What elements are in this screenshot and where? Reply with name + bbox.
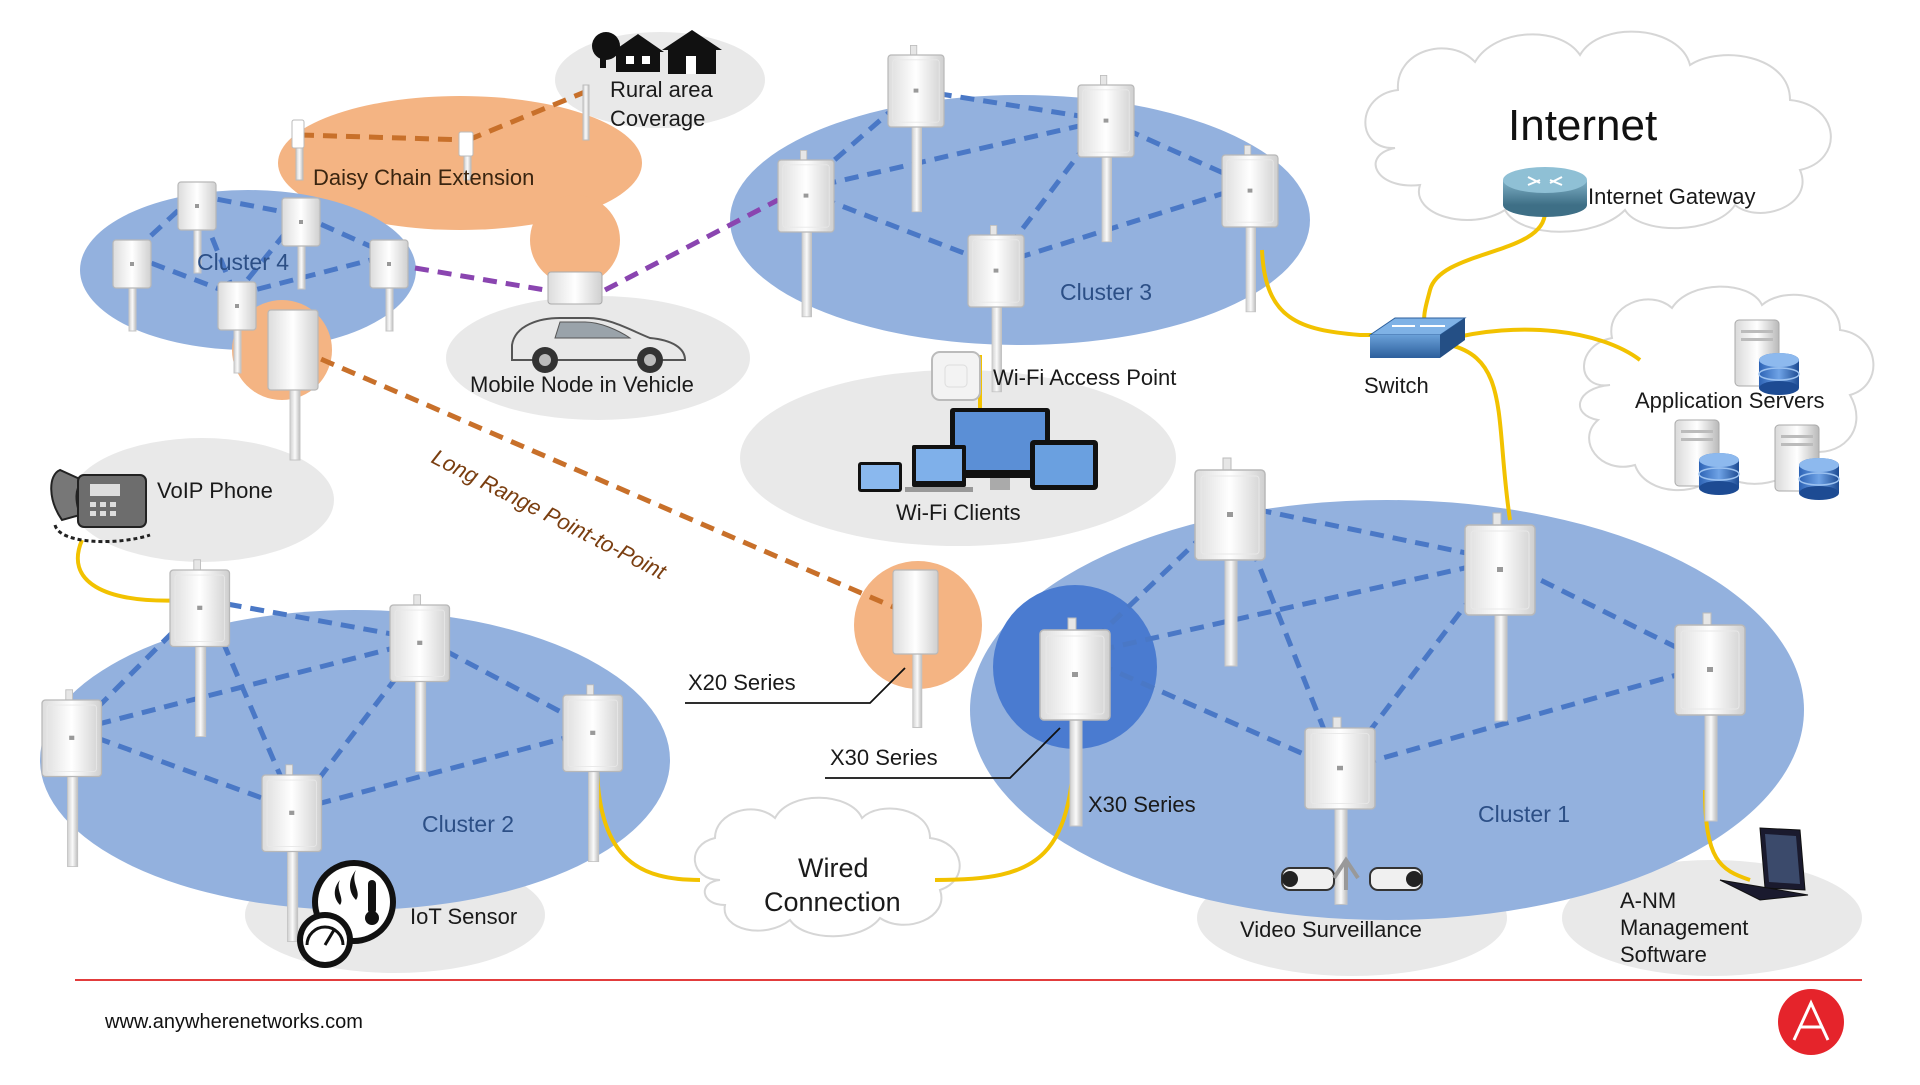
voip-phone-label: VoIP Phone — [157, 478, 273, 503]
anm-line2: Management — [1620, 915, 1748, 940]
x30-series-label-b: X30 Series — [1088, 792, 1196, 817]
internet-cloud — [1364, 30, 1832, 233]
application-servers-label: Application Servers — [1635, 388, 1825, 413]
cluster-1-label: Cluster 1 — [1478, 801, 1570, 827]
wifi-access-point-label: Wi-Fi Access Point — [993, 365, 1176, 390]
wifi-clients-label: Wi-Fi Clients — [896, 500, 1021, 525]
voip-phone-icon — [50, 468, 151, 543]
wifi-clients-icon — [858, 408, 1098, 492]
daisy-chain-antenna — [291, 119, 305, 181]
voip-ellipse — [70, 438, 334, 562]
internet-title: Internet — [1508, 101, 1657, 150]
mobile-node-device — [547, 271, 603, 305]
switch-icon — [1368, 317, 1467, 358]
wired-connection-cloud — [694, 796, 961, 938]
orange-links — [299, 89, 906, 615]
daisy-chain-antenna — [458, 131, 474, 181]
rural-houses-icon — [592, 30, 722, 74]
mobile-node-label: Mobile Node in Vehicle — [470, 372, 694, 397]
cluster-2-label: Cluster 2 — [422, 811, 514, 837]
x20-series-node — [892, 569, 939, 729]
internet-gateway-label: Internet Gateway — [1588, 184, 1756, 209]
vehicle-icon — [511, 317, 687, 373]
iot-sensor-label: IoT Sensor — [410, 904, 517, 929]
daisy-chain-area — [278, 96, 642, 230]
anm-line1: A-NM — [1620, 888, 1676, 913]
callout-lines — [685, 667, 1061, 779]
cluster-3-area — [730, 95, 1310, 345]
cluster-4-label: Cluster 4 — [197, 249, 289, 275]
anm-laptop-icon — [1719, 827, 1809, 901]
internet-gateway-router-icon — [1503, 167, 1587, 217]
wired-connection-line1: Wired — [798, 853, 869, 883]
rural-antenna — [582, 84, 590, 141]
video-surveillance-label: Video Surveillance — [1240, 917, 1422, 942]
daisy-chain-label: Daisy Chain Extension — [313, 165, 534, 190]
company-logo — [1778, 989, 1844, 1055]
switch-label: Switch — [1364, 373, 1429, 398]
rural-area-line2: Coverage — [610, 106, 705, 131]
rural-area-line1: Rural area — [610, 77, 713, 102]
x30-series-label-a: X30 Series — [830, 745, 938, 770]
x20-series-label: X20 Series — [688, 670, 796, 695]
purple-links — [414, 197, 780, 293]
cluster-3-label: Cluster 3 — [1060, 279, 1152, 305]
cluster4-panel-node — [267, 309, 319, 461]
wifi-access-point-icon — [931, 351, 981, 401]
footer-url[interactable]: www.anywherenetworks.com — [104, 1011, 363, 1033]
long-range-label: Long Range Point-to-Point — [428, 444, 671, 584]
iot-sensor-icon — [297, 860, 396, 968]
wired-connection-line2: Connection — [764, 887, 901, 917]
video-surveillance-cameras-icon — [1281, 856, 1423, 891]
anm-line3: Software — [1620, 942, 1707, 967]
mobile-node-highlight — [530, 195, 620, 285]
